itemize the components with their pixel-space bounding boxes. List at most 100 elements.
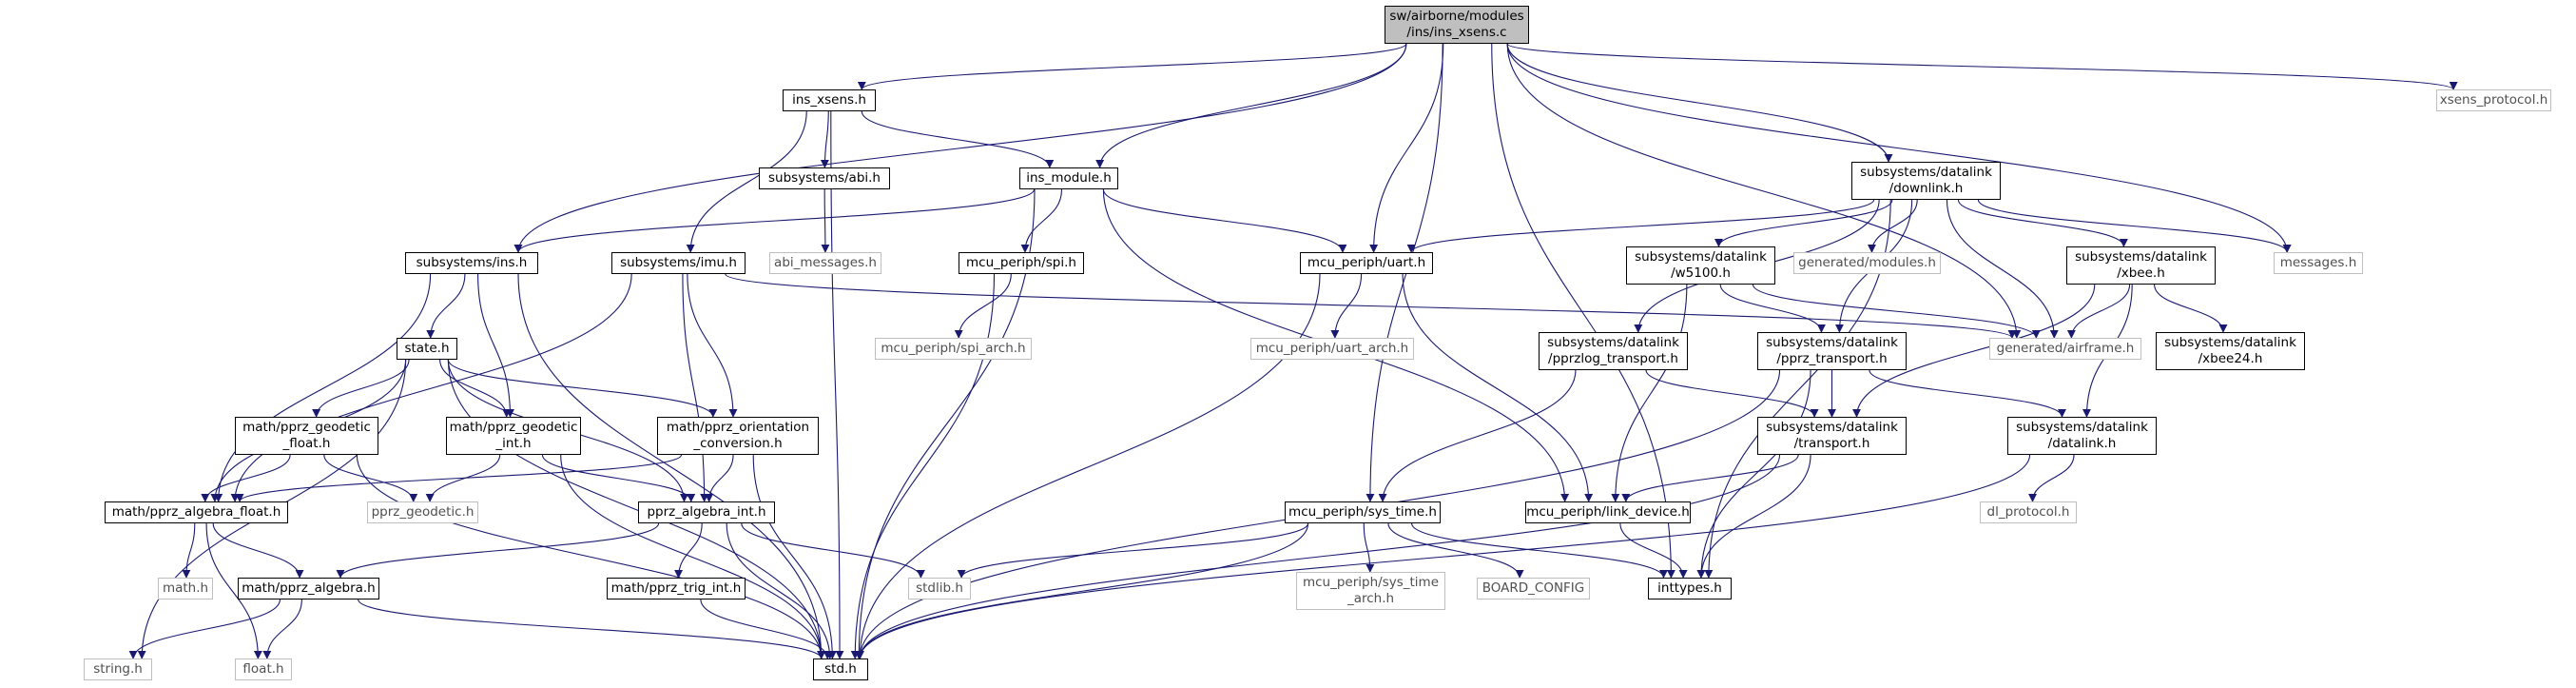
node-pprz-algebra-int-h[interactable]: pprz_algebra_int.h (638, 501, 775, 523)
edge-mcu_periph_sys_time_h-to-inttypes_h (1411, 522, 1668, 579)
node-subsystems-abi-h[interactable]: subsystems/abi.h (759, 167, 890, 189)
node-stdlib-h: stdlib.h (908, 578, 971, 600)
node-math-pprz-algebra-h[interactable]: math/pprz_algebra.h (238, 578, 379, 600)
node-math-pprz-algebra-float-h[interactable]: math/pprz_algebra_float.h (105, 501, 288, 523)
edge-state_h-to-math_pprz_orientation_conversion_h (447, 359, 718, 418)
edge-datalink_w5100_h-to-datalink_pprz_transport_h (1719, 284, 1826, 333)
edge-subsystems_abi_h-to-abi_messages_h (821, 188, 830, 253)
edge-math_pprz_orientation_conversion_h-to-std_h (752, 454, 837, 659)
node-subsystems-ins-h[interactable]: subsystems/ins.h (405, 252, 538, 274)
node-dl-protocol-h: dl_protocol.h (1980, 501, 2077, 523)
node-math-pprz-trig-int-h[interactable]: math/pprz_trig_int.h (607, 578, 746, 600)
edge-ins_xsens_h-to-subsystems_abi_h (820, 110, 829, 168)
node-board-config: BOARD_CONFIG (1477, 578, 1590, 600)
node-xsens-protocol-h: xsens_protocol.h (2436, 89, 2551, 111)
edge-root-to-subsystems_ins_h (513, 43, 1407, 253)
edge-root-to-ins_module_h (1095, 43, 1407, 168)
edge-ins_module_h-to-mcu_periph_spi_h (1020, 188, 1063, 253)
edge-datalink_downlink_h-to-mcu_periph_uart_h (1406, 199, 1875, 253)
edge-datalink_pprzlog_transport_h-to-datalink_transport_h (1645, 369, 1819, 418)
node-math-pprz-orientation-conversion-h[interactable]: math/pprz_orientation _conversion.h (657, 417, 819, 455)
edge-mcu_periph_uart_h-to-std_h (855, 273, 1321, 659)
edge-math_pprz_geodetic_float_h-to-std_h (356, 454, 826, 659)
edge-datalink_pprz_transport_h-to-datalink_datalink_h (1869, 369, 2066, 418)
edge-ins_module_h-to-subsystems_ins_h (513, 188, 1036, 253)
edge-math_pprz_geodetic_int_h-to-std_h (560, 454, 826, 659)
node-datalink-transport-h[interactable]: subsystems/datalink /transport.h (1757, 417, 1907, 455)
edge-mcu_periph_spi_h-to-mcu_periph_spi_arch_h (954, 273, 1012, 339)
edge-datalink_transport_h-to-mcu_periph_link_device_h (1621, 454, 1799, 502)
edge-datalink_downlink_h-to-datalink_w5100_h (1714, 199, 1893, 247)
edge-root-to-ins_xsens_h (857, 43, 1407, 90)
node-state-h[interactable]: state.h (397, 338, 457, 360)
node-datalink-pprzlog-transport-h[interactable]: subsystems/datalink /pprzlog_transport.h (1539, 332, 1688, 370)
edge-datalink_downlink_h-to-generated_airframe_h (1946, 199, 2059, 339)
edge-datalink_pprz_transport_h-to-inttypes_h (1696, 369, 1811, 579)
edge-datalink_xbee_h-to-datalink_xbee24_h (2154, 284, 2228, 333)
edge-mcu_periph_uart_h-to-mcu_periph_uart_arch_h (1330, 273, 1363, 339)
edge-pprz_algebra_int_h-to-math_pprz_trig_int_h (674, 522, 703, 579)
node-subsystems-imu-h[interactable]: subsystems/imu.h (611, 252, 746, 274)
edge-mcu_periph_uart_h-to-mcu_periph_link_device_h (1402, 273, 1594, 502)
edge-math_pprz_geodetic_int_h-to-pprz_algebra_int_h (541, 454, 696, 502)
edge-mcu_periph_sys_time_h-to-stdlib_h (957, 522, 1309, 579)
node-mcu-periph-uart-h[interactable]: mcu_periph/uart.h (1300, 252, 1433, 274)
edge-datalink_pprzlog_transport_h-to-mcu_periph_sys_time_h (1378, 369, 1577, 502)
node-mcu-periph-link-device-h[interactable]: mcu_periph/link_device.h (1525, 501, 1691, 523)
edge-subsystems_imu_h-to-math_pprz_orientation_conversion_h (687, 273, 738, 418)
edge-pprz_algebra_int_h-to-stdlib_h (741, 522, 925, 579)
node-math-pprz-geodetic-float-h[interactable]: math/pprz_geodetic _float.h (235, 417, 378, 455)
node-mcu-periph-sys-time-h[interactable]: mcu_periph/sys_time.h (1285, 501, 1441, 523)
node-inttypes-h[interactable]: inttypes.h (1648, 578, 1732, 600)
node-pprz-geodetic-h: pprz_geodetic.h (367, 501, 478, 523)
edge-math_pprz_orientation_conversion_h-to-pprz_algebra_int_h (705, 454, 734, 502)
node-datalink-w5100-h[interactable]: subsystems/datalink /w5100.h (1626, 246, 1775, 285)
edge-datalink_xbee_h-to-generated_airframe_h (2066, 284, 2131, 339)
edge-mcu_periph_link_device_h-to-inttypes_h (1619, 522, 1688, 579)
node-datalink-downlink-h[interactable]: subsystems/datalink /downlink.h (1851, 162, 2001, 200)
node-messages-h: messages.h (2274, 252, 2363, 274)
node-datalink-xbee-h[interactable]: subsystems/datalink /xbee.h (2066, 246, 2216, 285)
edge-math_pprz_algebra_h-to-string_h (128, 599, 281, 659)
node-float-h: float.h (235, 659, 292, 680)
edge-pprz_algebra_int_h-to-math_pprz_algebra_h (336, 522, 660, 579)
edge-datalink_datalink_h-to-dl_protocol_h (2028, 454, 2075, 502)
node-datalink-xbee24-h[interactable]: subsystems/datalink /xbee24.h (2156, 332, 2305, 370)
node-ins-xsens-h[interactable]: ins_xsens.h (783, 89, 876, 111)
edge-math_pprz_geodetic_int_h-to-pprz_geodetic_h (425, 454, 501, 502)
edge-subsystems_imu_h-to-pprz_algebra_int_h (682, 273, 709, 502)
edge-subsystems_ins_h-to-math_pprz_geodetic_int_h (477, 273, 514, 418)
edge-datalink_datalink_h-to-std_h (855, 454, 2031, 659)
edge-root-to-xsens_protocol_h (1506, 43, 2458, 90)
node-std-h[interactable]: std.h (813, 659, 868, 680)
edge-root-to-datalink_downlink_h (1506, 43, 1893, 163)
edge-datalink_w5100_h-to-mcu_periph_link_device_h (1611, 284, 1688, 502)
node-mcu-periph-spi-h[interactable]: mcu_periph/spi.h (959, 252, 1084, 274)
edge-subsystems_ins_h-to-std_h (517, 273, 826, 659)
edge-datalink_downlink_h-to-generated_modules_h (1867, 199, 1918, 253)
edge-root-to-mcu_periph_uart_h (1369, 43, 1444, 253)
node-math-h: math.h (158, 578, 213, 600)
node-mcu-periph-spi-arch-h: mcu_periph/spi_arch.h (875, 338, 1032, 360)
node-datalink-datalink-h[interactable]: subsystems/datalink /datalink.h (2007, 417, 2157, 455)
node-mcu-periph-uart-arch-h: mcu_periph/uart_arch.h (1250, 338, 1414, 360)
edge-root-to-messages_h (1506, 43, 2292, 253)
edge-math_pprz_algebra_float_h-to-math_h (182, 522, 196, 579)
edge-datalink_transport_h-to-inttypes_h (1696, 454, 1811, 579)
node-mcu-periph-sys-time-arch-h: mcu_periph/sys_time _arch.h (1296, 572, 1445, 610)
edge-mcu_periph_sys_time_h-to-board_config (1387, 522, 1524, 579)
node-ins-module-h[interactable]: ins_module.h (1019, 167, 1118, 189)
node-datalink-pprz-transport-h[interactable]: subsystems/datalink /pprz_transport.h (1757, 332, 1907, 370)
edge-root-to-inttypes_h (1491, 43, 1675, 579)
edge-math_pprz_algebra_h-to-std_h (358, 599, 826, 659)
node-abi-messages-h: abi_messages.h (769, 252, 881, 274)
node-math-pprz-geodetic-int-h[interactable]: math/pprz_geodetic _int.h (446, 417, 581, 455)
edge-subsystems_ins_h-to-math_pprz_algebra_float_h (214, 273, 432, 502)
edge-math_pprz_algebra_float_h-to-math_pprz_algebra_h (212, 522, 304, 579)
edge-mcu_periph_spi_h-to-std_h (850, 273, 996, 659)
edge-subsystems_imu_h-to-math_pprz_algebra_float_h (230, 273, 632, 502)
edge-state_h-to-math_pprz_geodetic_float_h (312, 359, 410, 418)
edge-math_pprz_geodetic_float_h-to-pprz_geodetic_h (323, 454, 418, 502)
node-generated-modules-h: generated/modules.h (1793, 252, 1941, 274)
